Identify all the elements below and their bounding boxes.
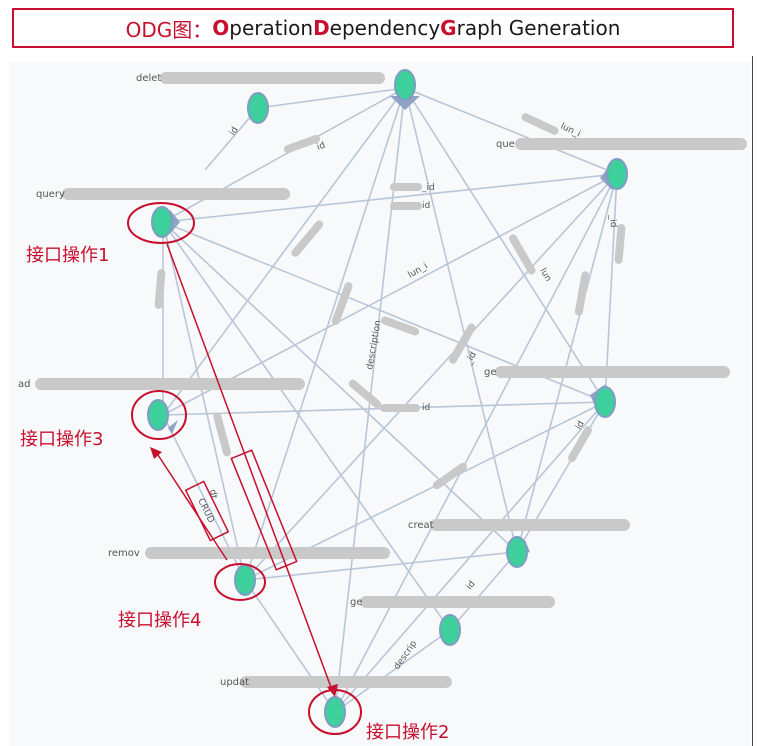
blurred-label <box>154 269 166 309</box>
blurred-label <box>495 366 730 378</box>
edge <box>204 107 259 171</box>
annotation-ring-op1 <box>127 202 195 244</box>
crud-label-box <box>184 480 230 542</box>
blurred-label <box>574 271 590 316</box>
blurred-label <box>515 138 747 150</box>
title-rest-o: peration <box>229 16 314 40</box>
edge <box>404 87 618 175</box>
edge-label: _id <box>421 183 435 193</box>
blurred-label <box>521 113 559 135</box>
graph-node[interactable] <box>147 399 169 431</box>
edge <box>162 87 406 416</box>
blurred-label <box>380 316 420 336</box>
edge <box>244 173 618 581</box>
blurred-label <box>614 224 626 264</box>
graph-node[interactable] <box>594 386 616 418</box>
frame-border <box>752 56 753 746</box>
edge <box>162 173 618 223</box>
arrowhead <box>150 447 162 459</box>
graph-node[interactable] <box>247 92 269 124</box>
edge-label: id <box>422 201 430 211</box>
crud-label-box <box>230 449 298 571</box>
blurred-label <box>213 412 231 457</box>
title-rest-d: ependency <box>329 16 441 40</box>
arrowhead <box>390 96 420 110</box>
blurred-label-group <box>35 72 747 688</box>
crud-arrow <box>155 451 228 561</box>
blurred-label <box>35 378 305 390</box>
blurred-label <box>291 220 324 257</box>
edge <box>404 87 606 403</box>
graph-node[interactable] <box>234 564 256 596</box>
edge <box>162 221 518 553</box>
node-label-group: delet que query ad ge remov creat ge upd… <box>18 73 515 688</box>
annotation-op2: 接口操作2 <box>366 722 449 743</box>
edge <box>334 173 618 713</box>
graph-node[interactable] <box>151 206 173 238</box>
blurred-label <box>380 404 420 412</box>
annotation-ring-op4 <box>214 563 266 601</box>
blurred-label <box>145 547 390 559</box>
edge <box>516 173 618 553</box>
title-cap-o: O <box>212 16 230 40</box>
blurred-label <box>390 202 422 210</box>
graph-node[interactable] <box>506 536 528 568</box>
node-label-prefix: remov <box>108 548 140 559</box>
title-cap-g: G <box>440 16 457 40</box>
node-label-prefix: ge <box>350 597 363 608</box>
annotation-op4: 接口操作4 <box>118 610 201 631</box>
edge-label: id <box>422 403 430 413</box>
node-label-prefix: delet <box>136 73 161 84</box>
blurred-label <box>240 676 452 688</box>
title-cap-d: D <box>313 16 330 40</box>
crud-arrow <box>166 243 333 691</box>
blurred-label <box>449 323 476 364</box>
blurred-label <box>509 234 536 275</box>
blurred-label <box>432 462 468 490</box>
node-label-prefix: ge <box>484 367 497 378</box>
edge-label: _id <box>607 213 618 228</box>
edge <box>404 87 518 553</box>
arrowhead <box>327 684 338 697</box>
edge <box>244 579 336 713</box>
blurred-label <box>348 379 382 409</box>
title-prefix: ODG图： <box>125 17 213 42</box>
blurred-label <box>360 596 555 608</box>
edge <box>449 551 518 631</box>
node-label-prefix: creat <box>408 520 434 531</box>
graph-node[interactable] <box>324 696 346 728</box>
node-label-prefix: que <box>496 139 515 150</box>
graph-node[interactable] <box>606 158 628 190</box>
arrowhead <box>168 420 178 434</box>
annotation-text-group: 接口操作1 接口操作3 接口操作4 接口操作2 <box>20 245 449 743</box>
blurred-label <box>331 282 353 325</box>
edge <box>257 87 406 109</box>
annotation-op1: 接口操作1 <box>26 245 109 266</box>
blurred-label <box>430 519 630 531</box>
annotation-ring-op3 <box>131 390 187 440</box>
edge-label: dt <box>207 489 219 500</box>
annotation-op3: 接口操作3 <box>20 429 103 450</box>
node-label-prefix: ad <box>18 379 30 390</box>
edge <box>604 173 618 403</box>
edge <box>162 221 451 631</box>
edge-group <box>162 87 618 713</box>
edge <box>162 173 618 416</box>
blurred-label <box>283 134 321 154</box>
node-label-prefix: query <box>36 189 65 200</box>
blurred-label <box>568 426 592 462</box>
blurred-label <box>160 72 385 84</box>
title-rest-g: raph Generation <box>456 16 621 40</box>
node-group <box>147 69 628 728</box>
graph-node[interactable] <box>394 69 416 101</box>
node-label-prefix: updat <box>220 677 249 688</box>
blurred-label <box>390 183 422 191</box>
edge <box>162 221 246 581</box>
graph-node[interactable] <box>439 614 461 646</box>
blurred-label <box>62 188 290 200</box>
arrowhead <box>170 210 180 234</box>
edge-label: id <box>316 141 327 153</box>
